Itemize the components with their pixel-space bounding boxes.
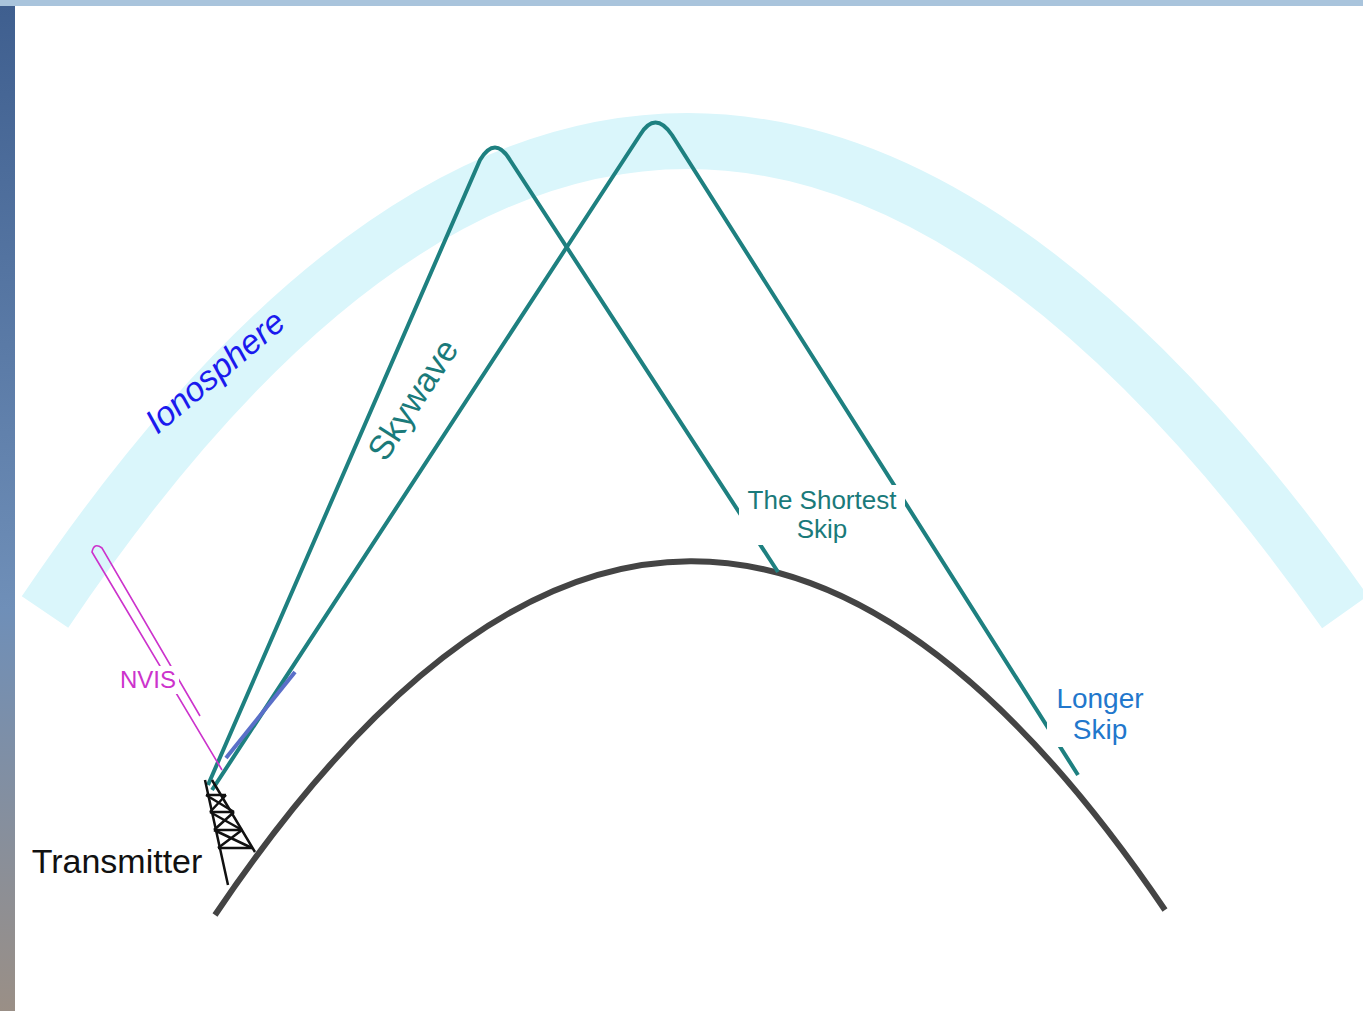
mode-label: NVIS bbox=[117, 666, 179, 694]
skip-label: The Shortest Skip bbox=[739, 485, 905, 544]
nvis-beam bbox=[92, 546, 222, 770]
top-bar bbox=[0, 0, 1363, 6]
ionosphere-band bbox=[45, 141, 1345, 612]
skywave-ray-long bbox=[212, 123, 1078, 791]
skip-label: Longer Skip bbox=[1047, 683, 1153, 747]
earth-surface bbox=[215, 561, 1165, 915]
transmitter-tower bbox=[205, 780, 255, 885]
ray-highlight bbox=[226, 672, 295, 758]
left-strip bbox=[0, 6, 15, 1011]
skywave-ray-short bbox=[208, 148, 778, 786]
station-label: Transmitter bbox=[32, 843, 203, 880]
